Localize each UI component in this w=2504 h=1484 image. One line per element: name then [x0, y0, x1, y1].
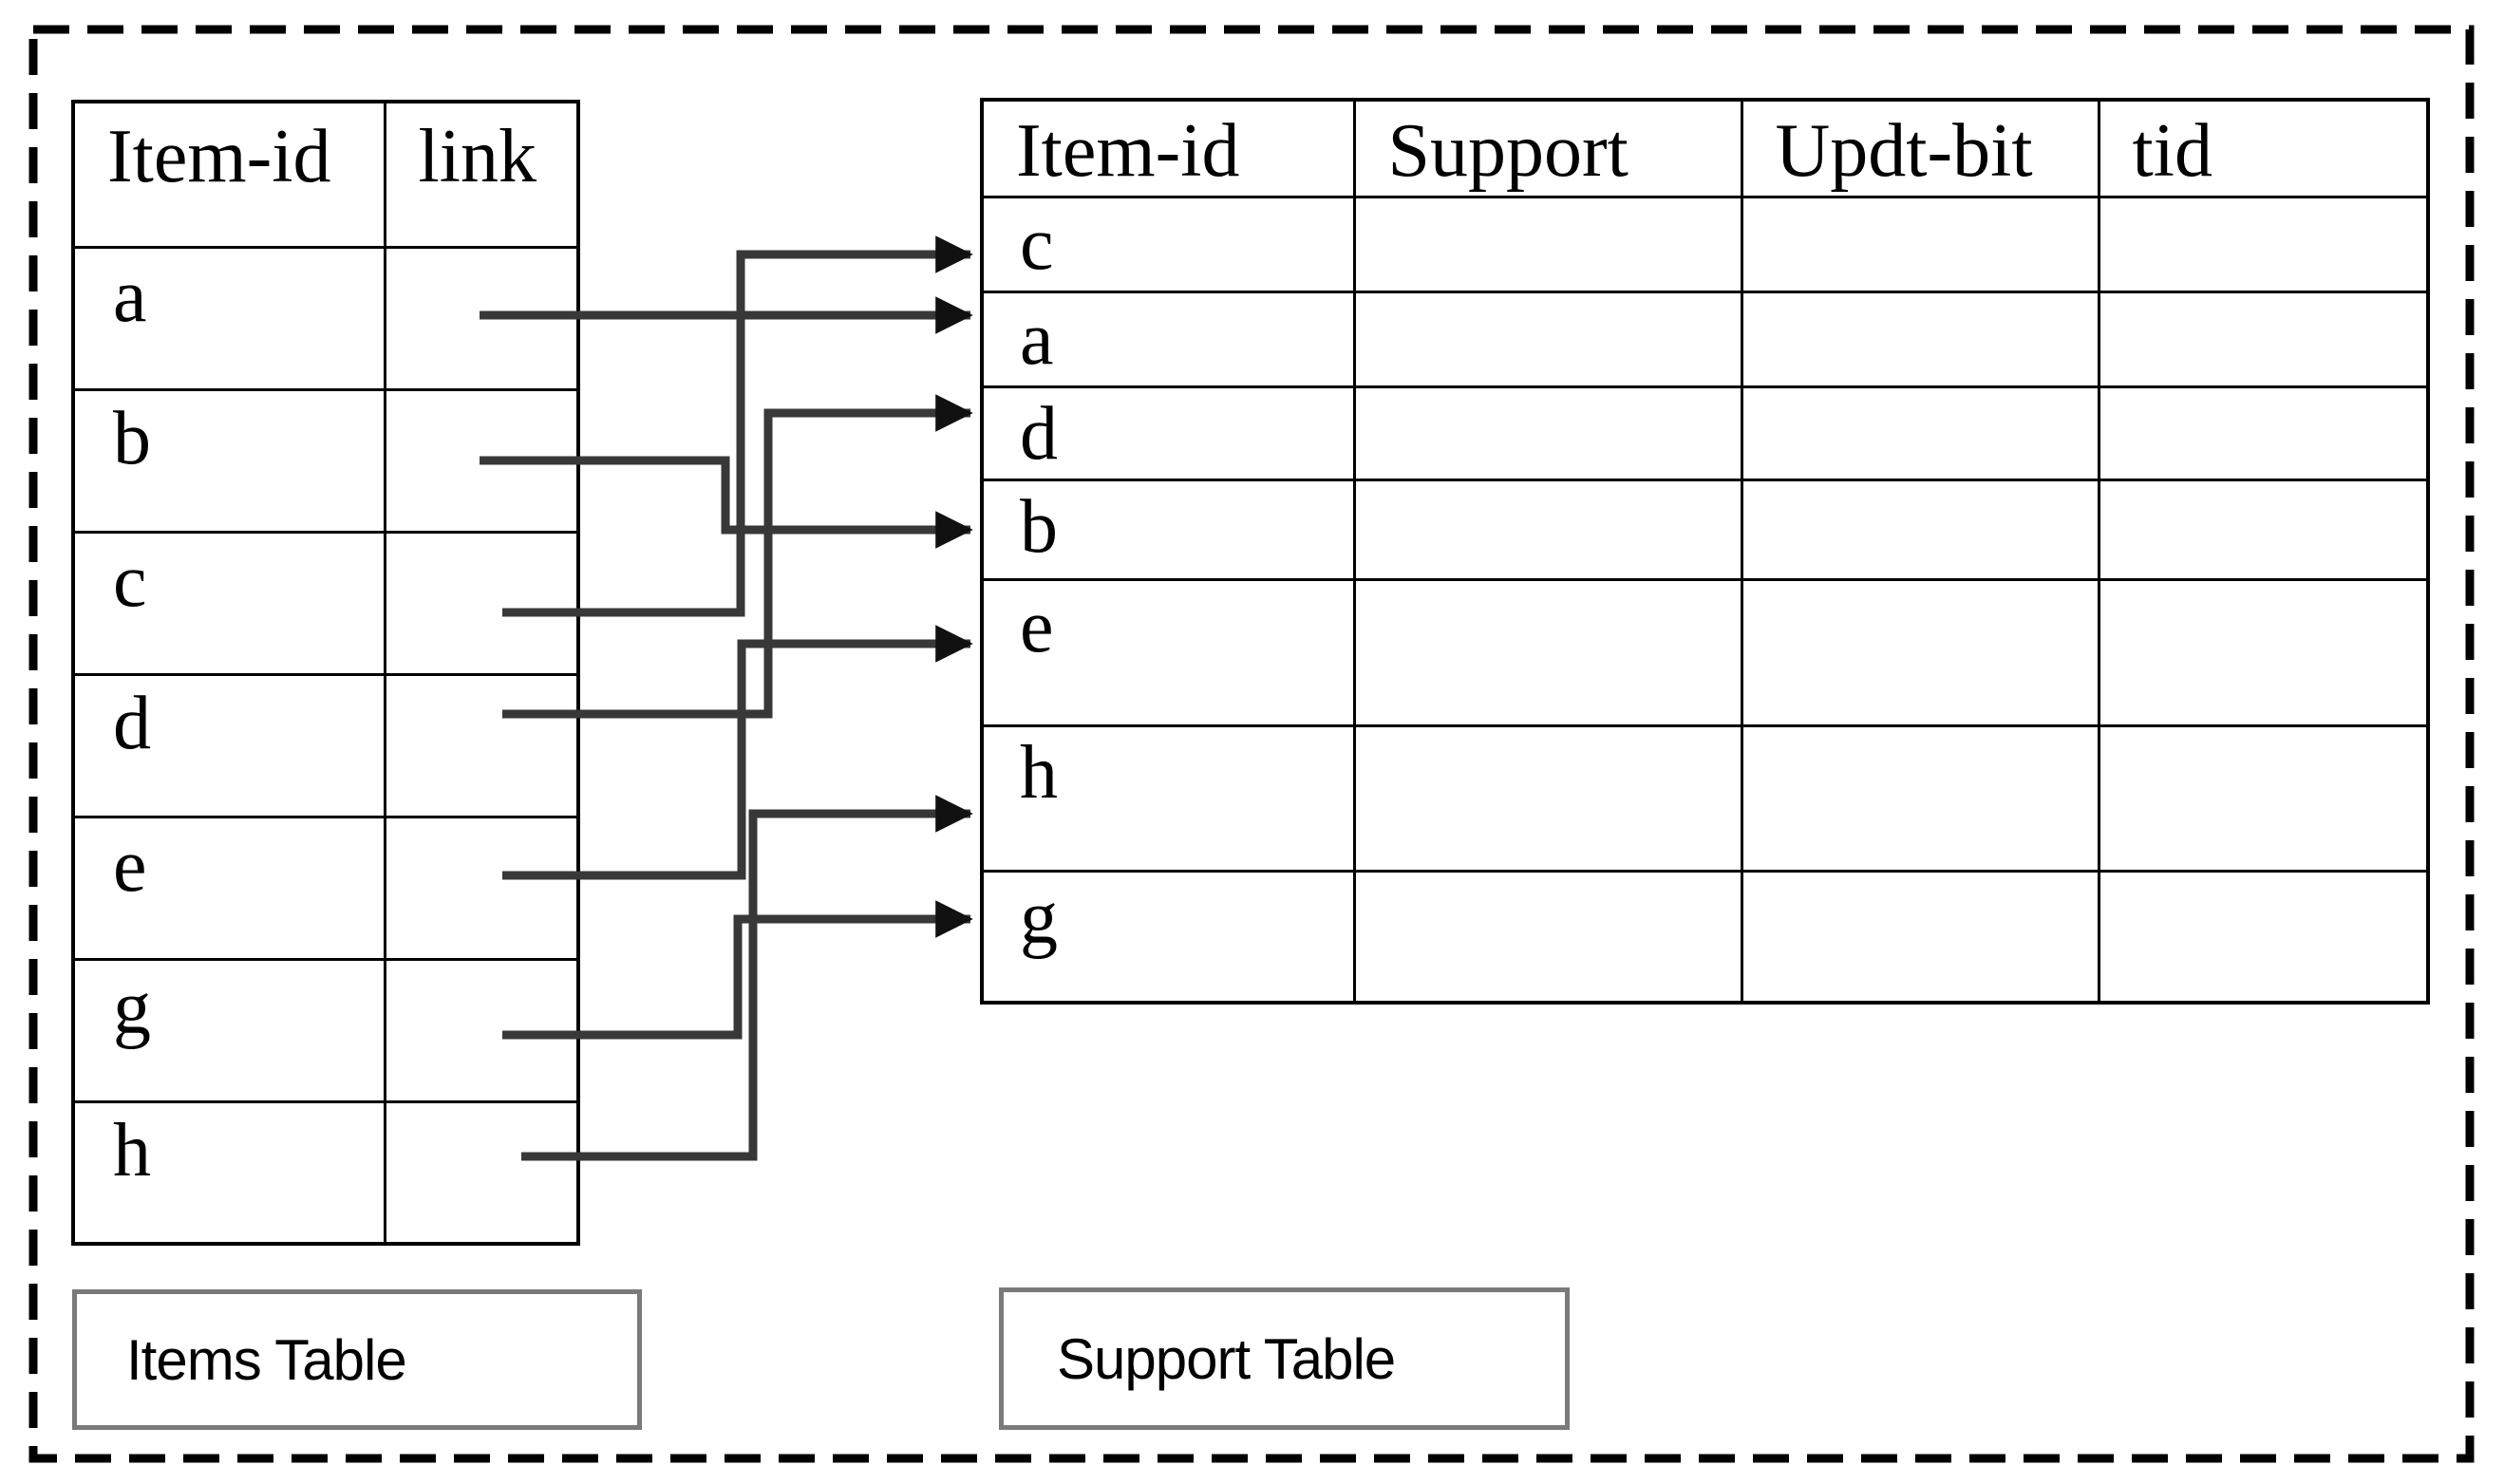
support-row-a: a — [980, 290, 2430, 388]
support-row-e: e — [980, 577, 2430, 727]
support-empty-cell — [1352, 723, 1743, 873]
support-empty-cell — [1352, 577, 1743, 727]
items-row-g: g — [71, 957, 580, 1103]
items-row-b: b — [71, 387, 580, 534]
support-header-updt-bit: Updt-bit — [1740, 98, 2100, 198]
items-table: Item-id link a b c d e — [71, 100, 580, 1246]
support-empty-cell — [1352, 385, 1743, 481]
support-item-id-cell: c — [980, 195, 1356, 293]
items-table-header-row: Item-id link — [71, 100, 580, 249]
tid-empty-cell — [2097, 478, 2430, 581]
items-row-a: a — [71, 245, 580, 391]
items-row-h: h — [71, 1099, 580, 1246]
link-cell-e — [383, 815, 580, 961]
support-header-item-id: Item-id — [980, 98, 1356, 198]
support-item-id-cell: d — [980, 385, 1356, 481]
items-header-item-id: Item-id — [71, 100, 386, 249]
items-row-d: d — [71, 672, 580, 818]
items-table-caption-box: Items Table — [72, 1289, 642, 1430]
link-cell-g — [383, 957, 580, 1103]
support-item-id-cell: g — [980, 869, 1356, 1005]
support-header-support: Support — [1352, 98, 1743, 198]
support-table-caption: Support Table — [1057, 1326, 1396, 1391]
link-arrow-h — [521, 795, 973, 1161]
item-id-cell: g — [71, 957, 386, 1103]
updt-bit-empty-cell — [1740, 723, 2100, 873]
support-row-g: g — [980, 869, 2430, 1005]
tid-empty-cell — [2097, 577, 2430, 727]
updt-bit-empty-cell — [1740, 195, 2100, 293]
tid-empty-cell — [2097, 195, 2430, 293]
support-header-tid: tid — [2097, 98, 2430, 198]
item-id-cell: b — [71, 387, 386, 534]
items-table-caption: Items Table — [126, 1327, 407, 1392]
updt-bit-empty-cell — [1740, 290, 2100, 388]
support-row-h: h — [980, 723, 2430, 873]
item-id-cell: e — [71, 815, 386, 961]
support-row-c: c — [980, 195, 2430, 293]
support-item-id-cell: h — [980, 723, 1356, 873]
updt-bit-empty-cell — [1740, 478, 2100, 581]
support-item-id-cell: a — [980, 290, 1356, 388]
tid-empty-cell — [2097, 290, 2430, 388]
support-item-id-cell: b — [980, 478, 1356, 581]
support-empty-cell — [1352, 290, 1743, 388]
support-item-id-cell: e — [980, 577, 1356, 727]
updt-bit-empty-cell — [1740, 577, 2100, 727]
item-id-cell: h — [71, 1099, 386, 1246]
link-cell-c — [383, 530, 580, 676]
item-id-cell: d — [71, 672, 386, 818]
support-row-d: d — [980, 385, 2430, 481]
support-empty-cell — [1352, 195, 1743, 293]
link-cell-d — [383, 672, 580, 818]
tid-empty-cell — [2097, 723, 2430, 873]
updt-bit-empty-cell — [1740, 385, 2100, 481]
item-id-cell: a — [71, 245, 386, 391]
tid-empty-cell — [2097, 385, 2430, 481]
updt-bit-empty-cell — [1740, 869, 2100, 1005]
items-row-e: e — [71, 815, 580, 961]
support-empty-cell — [1352, 869, 1743, 1005]
support-table: Item-id Support Updt-bit tid c a d — [980, 98, 2430, 1005]
tid-empty-cell — [2097, 869, 2430, 1005]
link-cell-a — [383, 245, 580, 391]
link-cell-b — [383, 387, 580, 534]
support-row-b: b — [980, 478, 2430, 581]
support-empty-cell — [1352, 478, 1743, 581]
link-cell-h — [383, 1099, 580, 1246]
support-table-header-row: Item-id Support Updt-bit tid — [980, 98, 2430, 198]
items-row-c: c — [71, 530, 580, 676]
item-id-cell: c — [71, 530, 386, 676]
items-header-link: link — [383, 100, 580, 249]
support-table-caption-box: Support Table — [999, 1287, 1570, 1430]
